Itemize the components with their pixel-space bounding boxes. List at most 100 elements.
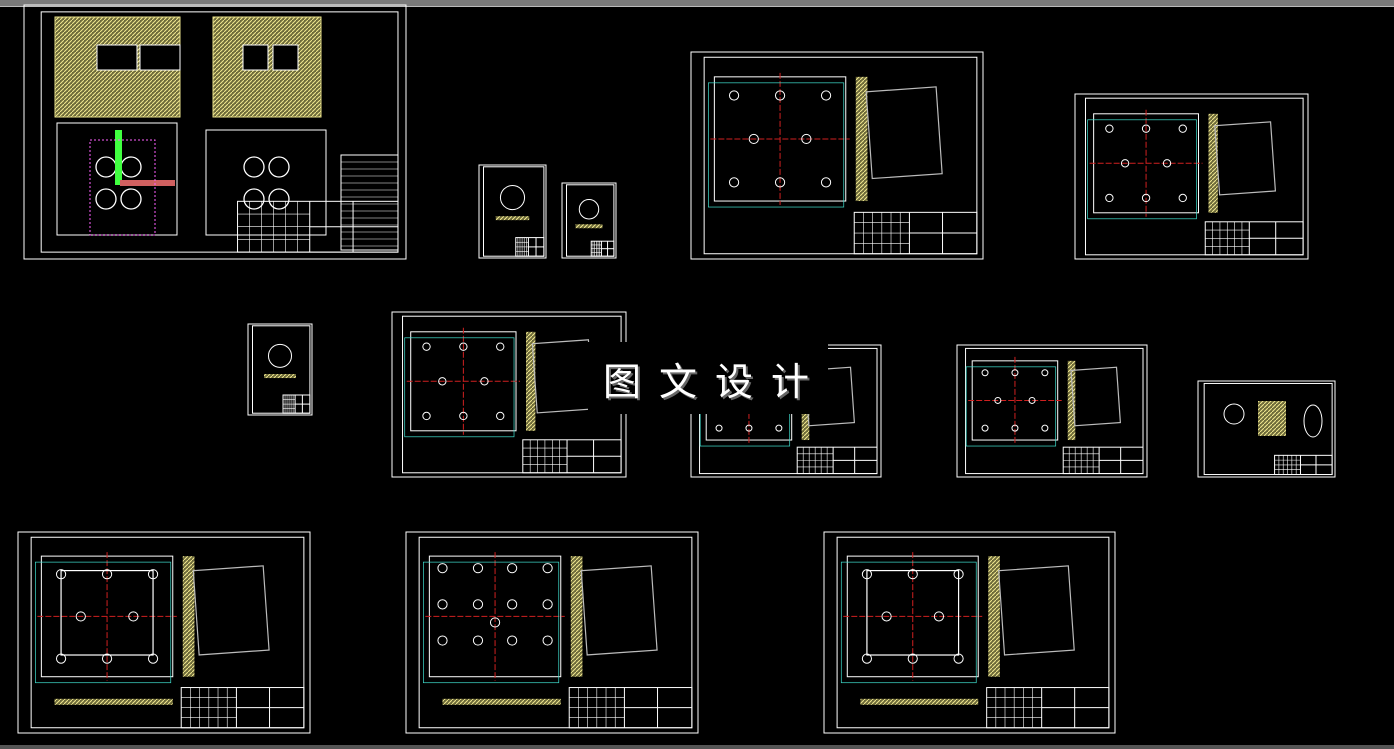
- hole: [728, 90, 740, 101]
- hole: [496, 342, 505, 351]
- hole: [994, 396, 1002, 404]
- sheet-border: [823, 531, 1116, 734]
- dimension-line: [404, 337, 515, 438]
- hole: [507, 563, 518, 574]
- sheet-inner-border: [252, 325, 311, 414]
- dimension-line: [965, 366, 1057, 447]
- hole: [801, 133, 812, 145]
- cavity-section: [272, 44, 299, 71]
- hole: [728, 177, 740, 188]
- hole: [542, 563, 553, 574]
- sheet-border: [1197, 380, 1336, 478]
- hole: [775, 424, 783, 432]
- sheet-border: [17, 531, 311, 734]
- isometric-view: [1070, 366, 1122, 427]
- hole: [542, 599, 553, 610]
- cavity-circle: [95, 188, 117, 210]
- sheet-border: [956, 344, 1148, 478]
- sheet-border: [23, 4, 407, 260]
- hole: [1141, 193, 1151, 203]
- hole: [542, 635, 553, 646]
- sheet-border: [405, 531, 699, 734]
- hole: [75, 611, 86, 622]
- sheet-border: [478, 164, 547, 259]
- cavity-circle: [95, 156, 117, 178]
- part-cylinder: [1303, 404, 1323, 438]
- cavity-circle: [268, 156, 290, 178]
- hole: [933, 611, 945, 622]
- runner-highlight: [120, 180, 175, 186]
- hole: [745, 424, 753, 432]
- hole: [459, 411, 468, 421]
- hole: [472, 635, 484, 646]
- sheet-inner-border: [703, 56, 978, 255]
- dimension-line: [1087, 119, 1197, 220]
- hole: [820, 90, 832, 101]
- hole: [437, 599, 448, 610]
- isometric-view: [192, 565, 270, 656]
- hole: [820, 177, 832, 188]
- watermark: 图文设计: [588, 342, 828, 414]
- sheet-inner-border: [1203, 382, 1333, 476]
- part-circle: [499, 184, 526, 211]
- hole: [1105, 193, 1114, 203]
- hole: [774, 90, 786, 101]
- sheet-border: [561, 182, 617, 259]
- isometric-view: [865, 86, 943, 180]
- runner-highlight: [115, 130, 122, 185]
- hole: [422, 411, 431, 421]
- sheet-inner-border: [1084, 97, 1304, 256]
- hole: [101, 569, 113, 580]
- dimension-line: [35, 561, 172, 684]
- isometric-view: [1214, 121, 1277, 196]
- sheet-inner-border: [836, 536, 1110, 729]
- hole: [437, 635, 448, 646]
- hole: [1178, 193, 1187, 203]
- hole: [774, 177, 786, 188]
- hole: [881, 611, 892, 622]
- hole: [128, 611, 139, 622]
- dimension-line: [708, 82, 845, 208]
- hole: [507, 635, 518, 646]
- hole: [507, 599, 518, 610]
- pocket-outline: [866, 569, 960, 656]
- hole: [472, 599, 484, 610]
- hole: [715, 424, 723, 432]
- hole: [459, 342, 468, 351]
- hole: [480, 377, 489, 386]
- bill-of-materials: [340, 154, 399, 251]
- bottom-status-strip: [0, 745, 1394, 749]
- section-hatch: [495, 216, 530, 221]
- side-section-hatch: [570, 556, 583, 677]
- sheet-inner-border: [483, 166, 545, 257]
- cavity-circle: [120, 188, 142, 210]
- cavity-circle: [243, 156, 265, 178]
- hole: [1162, 159, 1172, 168]
- hole: [1011, 424, 1019, 432]
- part-circle: [1223, 403, 1245, 425]
- hole: [1105, 124, 1114, 133]
- cavity-insert-outline: [89, 139, 156, 236]
- dimension-line: [423, 561, 560, 684]
- hole: [472, 563, 484, 574]
- cavity-circle: [120, 156, 142, 178]
- sheet-inner-border: [40, 11, 399, 253]
- hole: [1141, 124, 1151, 133]
- hole: [1178, 124, 1187, 133]
- section-hatch: [1258, 401, 1286, 436]
- cavity-circle: [243, 188, 265, 210]
- bottom-section-hatch: [54, 698, 173, 705]
- section-hatch: [264, 374, 296, 379]
- hole: [437, 563, 448, 574]
- hole: [981, 424, 989, 432]
- watermark-text: 图文设计: [602, 359, 827, 404]
- part-circle: [267, 343, 293, 368]
- sheet-inner-border: [30, 536, 305, 729]
- bottom-section-hatch: [860, 698, 979, 705]
- top-toolbar-strip: [0, 0, 1394, 7]
- hole: [496, 411, 505, 421]
- side-section-hatch: [988, 556, 1000, 677]
- sheet-inner-border: [566, 184, 615, 257]
